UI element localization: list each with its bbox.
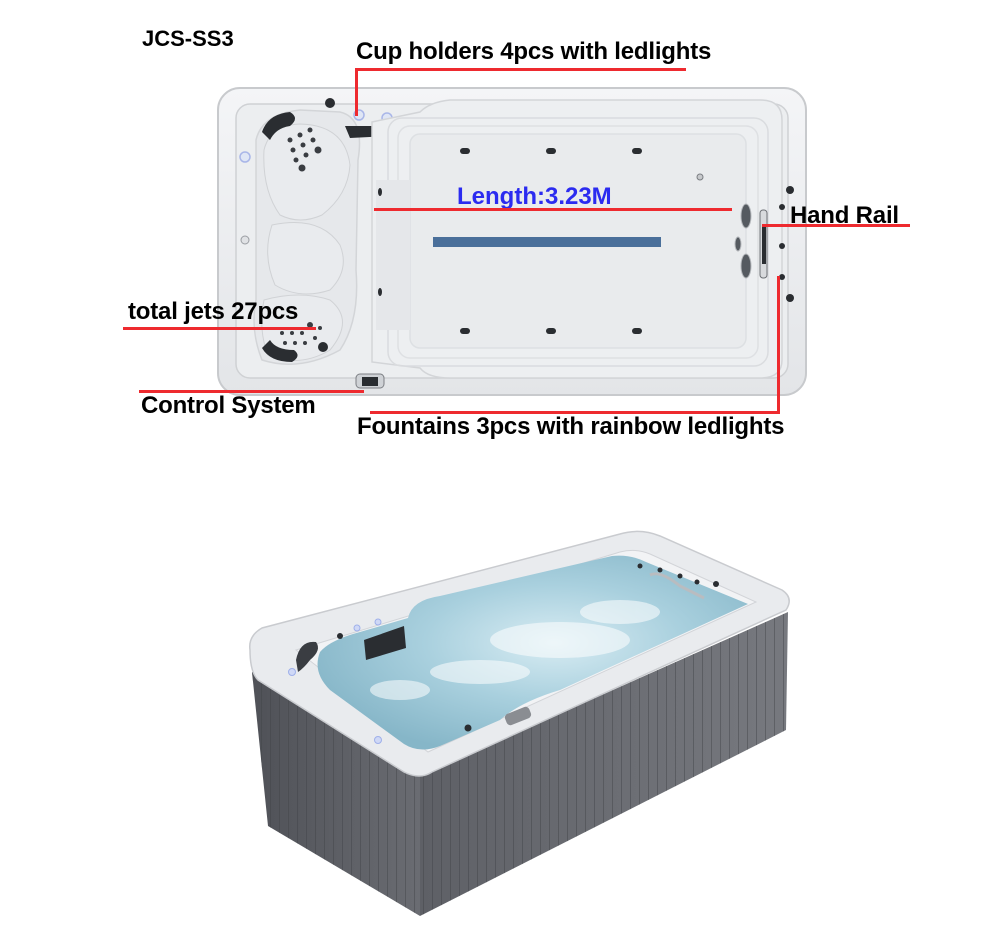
total-jets-line bbox=[123, 327, 316, 330]
fountains-line-h bbox=[370, 411, 780, 414]
control-system-line bbox=[139, 390, 364, 393]
control-system-label: Control System bbox=[141, 392, 316, 419]
cup-holders-line-v bbox=[355, 68, 358, 116]
total-jets-label: total jets 27pcs bbox=[128, 298, 299, 325]
length-line bbox=[374, 208, 732, 211]
hand-rail-line bbox=[762, 224, 910, 227]
cup-holders-line-h bbox=[356, 68, 686, 71]
fountains-label: Fountains 3pcs with rainbow ledlights bbox=[357, 413, 785, 440]
cup-holders-label: Cup holders 4pcs with ledlights bbox=[356, 38, 712, 65]
spa-top-view bbox=[217, 87, 807, 396]
model-title: JCS-SS3 bbox=[142, 26, 234, 51]
length-label: Length:3.23M bbox=[457, 183, 612, 210]
fountains-line-v bbox=[777, 276, 780, 414]
